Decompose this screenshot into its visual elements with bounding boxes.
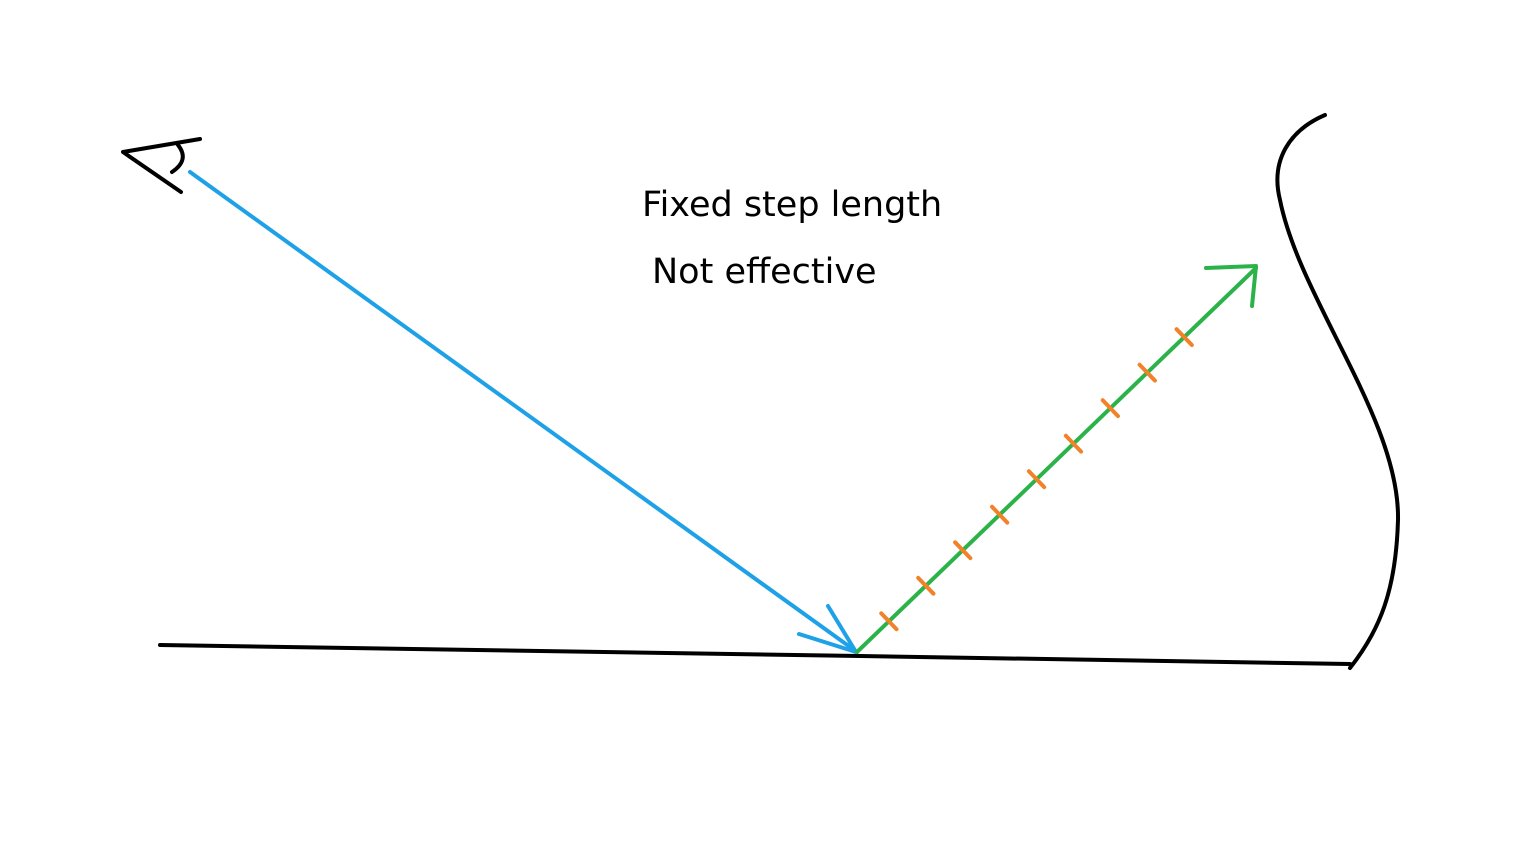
caption-not-effective: Not effective xyxy=(652,252,877,292)
reflected-ray-arrowhead xyxy=(1204,264,1258,308)
step-mark xyxy=(1063,433,1084,454)
ground-surface xyxy=(158,643,1352,666)
step-mark xyxy=(916,575,936,596)
caption-fixed-step-length: Fixed step length xyxy=(642,185,943,225)
step-mark xyxy=(1026,469,1047,490)
step-marks xyxy=(879,327,1194,632)
reflected-ray-line xyxy=(855,266,1258,654)
step-mark xyxy=(879,611,899,632)
reflected-ray xyxy=(855,264,1258,654)
step-mark xyxy=(1137,362,1157,383)
incident-ray xyxy=(188,170,859,654)
step-mark xyxy=(1100,398,1120,419)
eye-icon xyxy=(121,137,202,194)
step-mark xyxy=(1174,327,1194,348)
step-mark xyxy=(990,504,1010,525)
curved-wall xyxy=(1275,113,1401,670)
step-mark xyxy=(953,540,973,561)
incident-ray-line xyxy=(188,170,859,654)
